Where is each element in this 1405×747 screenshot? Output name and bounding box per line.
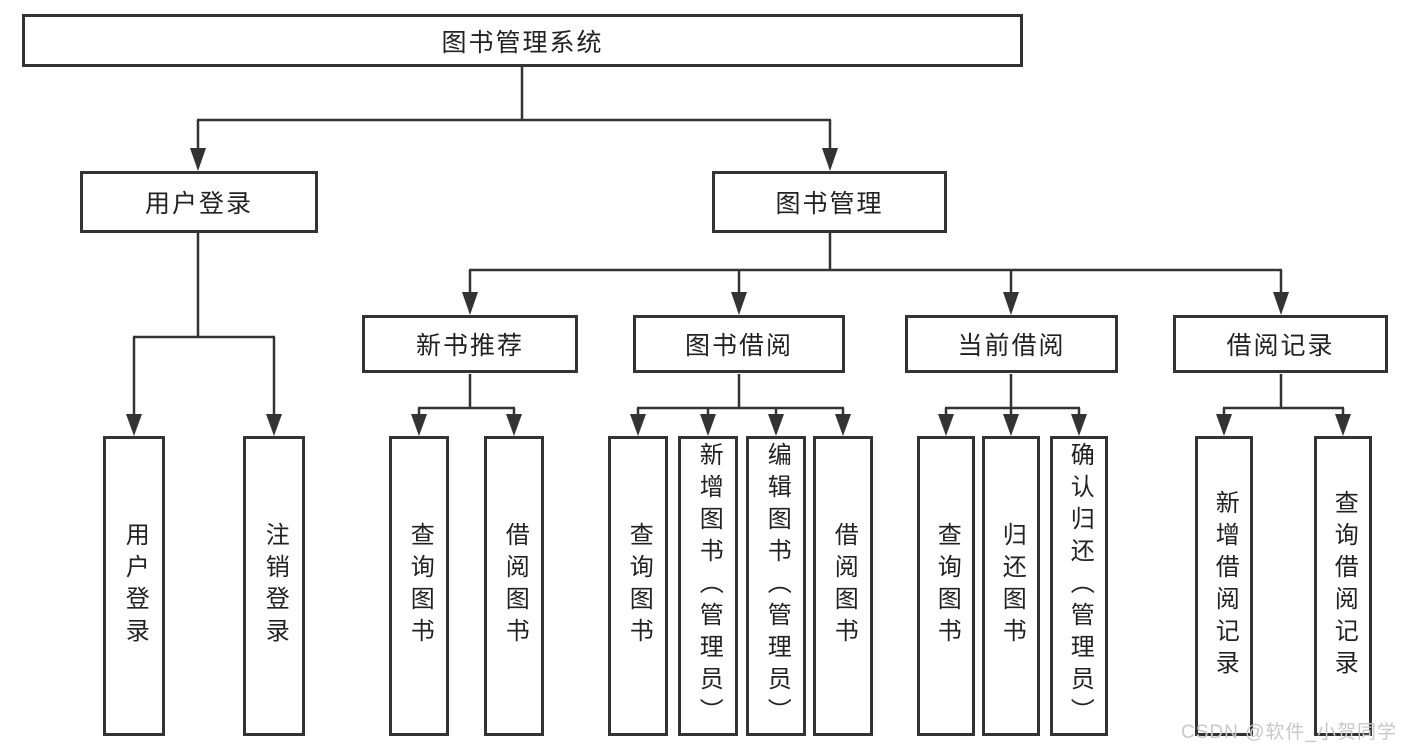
node-book-borrowing: 图书借阅 xyxy=(633,315,845,373)
node-label: 图书管理 xyxy=(775,190,884,218)
node-current-borrowing: 当前借阅 xyxy=(905,315,1118,373)
arrowhead-down-icon xyxy=(506,414,522,436)
node-label: 图书管理系统 xyxy=(441,28,604,57)
connector-root-to-level2 xyxy=(196,66,832,150)
arrowhead-down-icon xyxy=(731,292,747,315)
arrowhead-down-icon xyxy=(266,414,282,436)
connector-bookmgmt-to-level3 xyxy=(468,233,1283,294)
arrowhead-down-icon xyxy=(1273,292,1289,315)
node-label: 查询图书 xyxy=(406,522,434,650)
leaf-edit-books-admin: 编辑图书（管理员） xyxy=(746,436,806,736)
leaf-return-books: 归还图书 xyxy=(982,436,1040,736)
node-label: 查询图书 xyxy=(933,522,961,650)
arrowhead-down-icon xyxy=(822,148,838,171)
connector-bookborrow-to-leaves xyxy=(636,374,845,416)
leaf-user-login: 用户登录 xyxy=(103,436,165,736)
connector-arrows xyxy=(126,148,1351,436)
connector-currentborrow-to-leaves xyxy=(944,374,1081,416)
arrowhead-down-icon xyxy=(1216,414,1232,436)
leaf-add-books-admin: 新增图书（管理员） xyxy=(678,436,738,736)
arrowhead-down-icon xyxy=(1003,414,1019,436)
node-label: 查询借阅记录 xyxy=(1330,490,1358,682)
node-label: 借阅记录 xyxy=(1226,332,1335,360)
arrowhead-down-icon xyxy=(1335,414,1351,436)
arrowhead-down-icon xyxy=(938,414,954,436)
arrowhead-down-icon xyxy=(835,414,851,436)
node-label: 借阅图书 xyxy=(501,522,529,650)
arrowhead-down-icon xyxy=(1071,414,1087,436)
connector-newbook-to-leaves xyxy=(417,374,516,416)
arrowhead-down-icon xyxy=(700,414,716,436)
arrowhead-down-icon xyxy=(190,148,206,171)
connector-borrowrecord-to-leaves xyxy=(1222,374,1345,416)
node-label: 用户登录 xyxy=(144,190,253,218)
leaf-borrow-books: 借阅图书 xyxy=(813,436,873,736)
node-label: 查询图书 xyxy=(625,522,653,650)
csdn-watermark: CSDN @软件_小贺同学 xyxy=(1181,722,1397,743)
node-label: 新书推荐 xyxy=(415,332,524,360)
leaf-logout-login: 注销登录 xyxy=(243,436,305,736)
leaf-query-books-borrow: 查询图书 xyxy=(608,436,668,736)
node-new-book-recommendation: 新书推荐 xyxy=(362,315,578,373)
node-borrowing-records: 借阅记录 xyxy=(1173,315,1388,373)
node-library-management-system: 图书管理系统 xyxy=(22,14,1023,67)
arrowhead-down-icon xyxy=(630,414,646,436)
arrowhead-down-icon xyxy=(768,414,784,436)
node-label: 新增借阅记录 xyxy=(1211,490,1239,682)
node-label: 当前借阅 xyxy=(957,332,1066,360)
leaf-borrow-books-recommend: 借阅图书 xyxy=(484,436,544,736)
node-label: 新增图书（管理员） xyxy=(695,442,723,730)
arrowhead-down-icon xyxy=(1003,292,1019,315)
arrowhead-down-icon xyxy=(411,414,427,436)
leaf-confirm-return-admin: 确认归还（管理员） xyxy=(1050,436,1108,736)
leaf-query-books-recommend: 查询图书 xyxy=(389,436,449,736)
leaf-query-books-current: 查询图书 xyxy=(917,436,975,736)
node-label: 注销登录 xyxy=(261,522,289,650)
arrowhead-down-icon xyxy=(462,292,478,315)
node-user-login: 用户登录 xyxy=(80,171,318,233)
node-label: 编辑图书（管理员） xyxy=(763,442,791,730)
node-label: 图书借阅 xyxy=(684,332,793,360)
node-label: 确认归还（管理员） xyxy=(1066,442,1094,730)
node-label: 用户登录 xyxy=(121,522,149,650)
node-label: 借阅图书 xyxy=(830,522,858,650)
leaf-query-borrow-record: 查询借阅记录 xyxy=(1314,436,1372,736)
connector-userlogin-to-leaves xyxy=(132,233,276,416)
node-book-management: 图书管理 xyxy=(712,171,947,233)
arrowhead-down-icon xyxy=(126,414,142,436)
node-label: 归还图书 xyxy=(998,522,1026,650)
leaf-add-borrow-record: 新增借阅记录 xyxy=(1195,436,1253,736)
